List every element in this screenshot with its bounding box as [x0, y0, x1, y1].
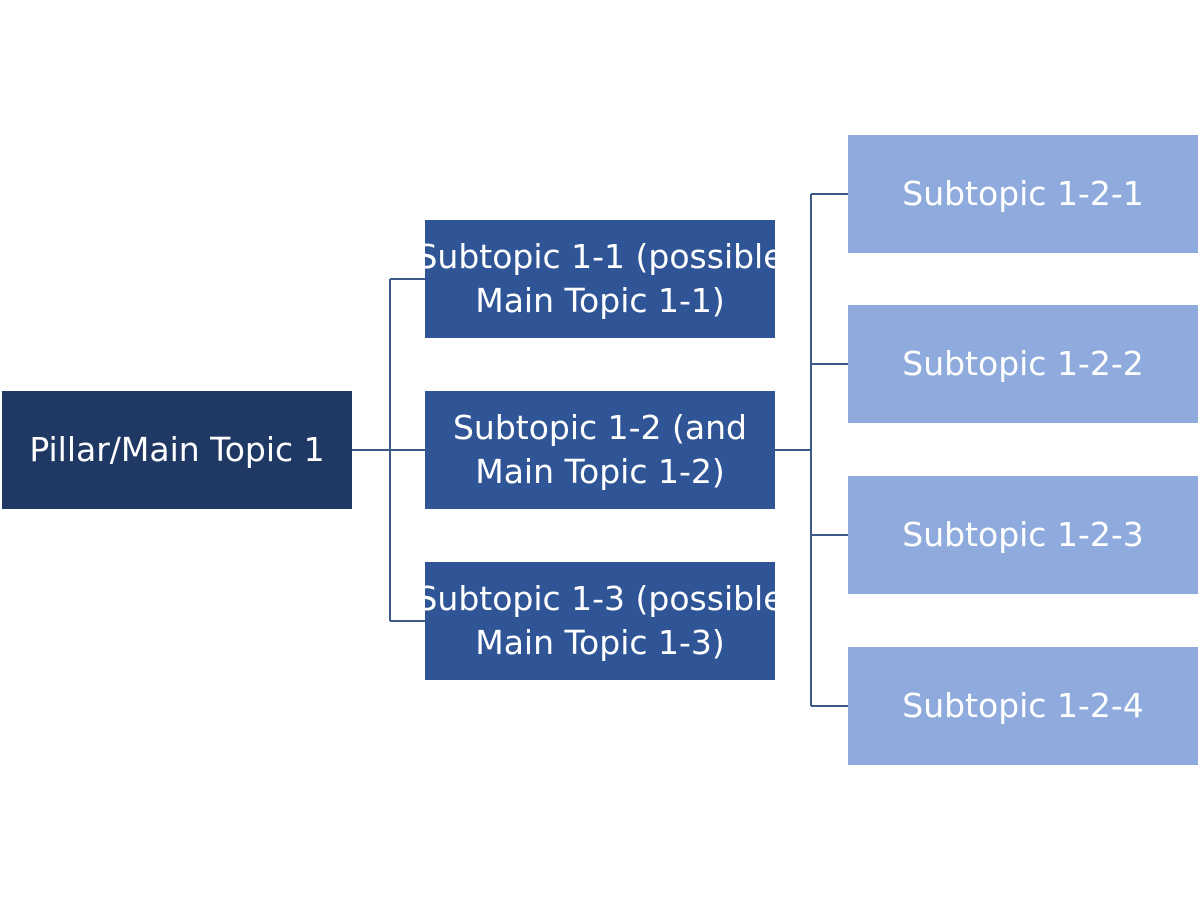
subtopic-1-2-1-label: Subtopic 1-2-1 — [902, 174, 1144, 213]
subtopic-1-2-3-node: Subtopic 1-2-3 — [848, 476, 1198, 594]
subtopic-1-2-4-node: Subtopic 1-2-4 — [848, 647, 1198, 765]
root-node-label: Pillar/Main Topic 1 — [29, 430, 325, 469]
subtopic-1-2-2-label: Subtopic 1-2-2 — [902, 344, 1144, 383]
subtopic-1-2-node: Subtopic 1-2 (and Main Topic 1-2) — [425, 391, 775, 509]
subtopic-1-1-node: Subtopic 1-1 (possible Main Topic 1-1) — [416, 220, 784, 338]
subtopic-1-3-label-line1: Subtopic 1-3 (possible — [416, 579, 784, 618]
subtopic-1-3-label-line2: Main Topic 1-3) — [475, 623, 725, 662]
subtopic-1-2-2-node: Subtopic 1-2-2 — [848, 305, 1198, 423]
subtopic-1-3-node: Subtopic 1-3 (possible Main Topic 1-3) — [416, 562, 784, 680]
subtopic-1-2-label-line2: Main Topic 1-2) — [475, 452, 725, 491]
subtopic-1-2-3-label: Subtopic 1-2-3 — [902, 515, 1144, 554]
subtopic-1-2-1-node: Subtopic 1-2-1 — [848, 135, 1198, 253]
subtopic-1-1-label-line2: Main Topic 1-1) — [475, 281, 725, 320]
subtopic-1-2-4-label: Subtopic 1-2-4 — [902, 686, 1144, 725]
subtopic-1-1-label-line1: Subtopic 1-1 (possible — [416, 237, 784, 276]
root-node: Pillar/Main Topic 1 — [2, 391, 352, 509]
subtopic-1-2-label-line1: Subtopic 1-2 (and — [452, 408, 748, 447]
